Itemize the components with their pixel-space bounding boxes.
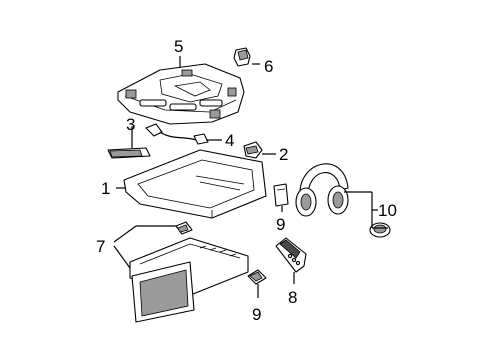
callout-5: 5 <box>174 37 183 56</box>
trim-piece <box>107 147 151 159</box>
callout-9-upper: 9 <box>276 215 285 234</box>
callout-6: 6 <box>264 57 273 76</box>
callout-2: 2 <box>279 145 288 164</box>
wireless-headphones <box>295 163 391 238</box>
remote-control <box>275 237 307 273</box>
callout-10: 10 <box>378 201 397 220</box>
callout-4: 4 <box>225 131 234 150</box>
console-housing <box>123 149 267 219</box>
leader-lines <box>113 56 388 298</box>
callout-8: 8 <box>288 288 297 307</box>
clip <box>243 141 263 159</box>
mounting-bracket <box>117 63 245 125</box>
callout-9-lower: 9 <box>252 305 261 324</box>
retainer-clip-top <box>233 47 251 67</box>
callouts: 5 6 3 4 2 1 9 10 7 8 9 <box>96 37 397 324</box>
callout-7: 7 <box>96 237 105 256</box>
callout-1: 1 <box>101 179 110 198</box>
battery-cover-lower <box>247 269 267 285</box>
wire-harness <box>145 123 209 145</box>
battery-cover-upper <box>273 183 289 207</box>
callout-3: 3 <box>126 115 135 134</box>
video-screen-assembly <box>129 221 249 323</box>
